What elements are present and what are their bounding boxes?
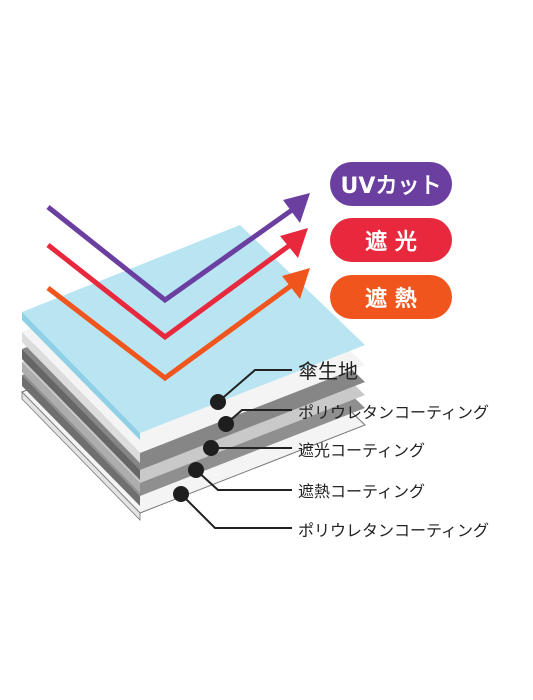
layer-polyurethane-bottom-side bbox=[21, 391, 141, 521]
badge-light-block bbox=[330, 218, 452, 262]
dot-fabric bbox=[210, 394, 226, 410]
leader-polyurethane-bottom bbox=[180, 493, 292, 529]
label-umbrella-fabric: 傘生地 bbox=[298, 359, 358, 383]
layer-heat-coating-side bbox=[22, 375, 140, 506]
arrow-heat bbox=[46, 282, 294, 382]
layer-light-coating-side bbox=[22, 349, 140, 480]
layer-labels: 傘生地 ポリウレタンコーティング 遮光コーティング 遮熱コーティング ポリウレタ… bbox=[298, 359, 489, 540]
dot-heat-coating bbox=[188, 462, 204, 478]
arrow-heat-head bbox=[282, 268, 310, 299]
dot-light-coating bbox=[203, 440, 219, 456]
dot-polyurethane-top bbox=[218, 416, 234, 432]
arrows bbox=[46, 193, 310, 382]
dot-polyurethane-bottom bbox=[173, 486, 189, 502]
leader-fabric bbox=[217, 369, 292, 403]
arrow-light bbox=[46, 242, 292, 341]
layer-umbrella-fabric-side bbox=[22, 312, 140, 440]
badge-heat-block bbox=[330, 275, 452, 319]
badges: UVカット 遮 光 遮 熱 bbox=[330, 162, 452, 319]
label-light-coating: 遮光コーティング bbox=[298, 441, 425, 460]
layer-polyurethane-top-side bbox=[22, 332, 140, 463]
badge-uv-cut bbox=[330, 162, 452, 206]
arrow-uv bbox=[46, 205, 294, 304]
layer-light-gray-band-side bbox=[22, 362, 140, 493]
badge-heat-block-label: 遮 熱 bbox=[365, 286, 417, 312]
arrow-uv-head bbox=[283, 193, 310, 223]
badge-uv-cut-label: UVカット bbox=[341, 174, 442, 199]
label-polyurethane-top: ポリウレタンコーティング bbox=[298, 403, 489, 422]
badge-light-block-label: 遮 光 bbox=[365, 229, 417, 255]
leader-heat-coating bbox=[195, 469, 292, 491]
label-polyurethane-bottom: ポリウレタンコーティング bbox=[298, 521, 489, 540]
leader-dots bbox=[173, 394, 234, 502]
arrow-light-head bbox=[280, 228, 308, 258]
layer-umbrella-fabric bbox=[22, 225, 365, 433]
layer-stack bbox=[21, 225, 366, 521]
label-heat-coating: 遮熱コーティング bbox=[298, 482, 425, 501]
